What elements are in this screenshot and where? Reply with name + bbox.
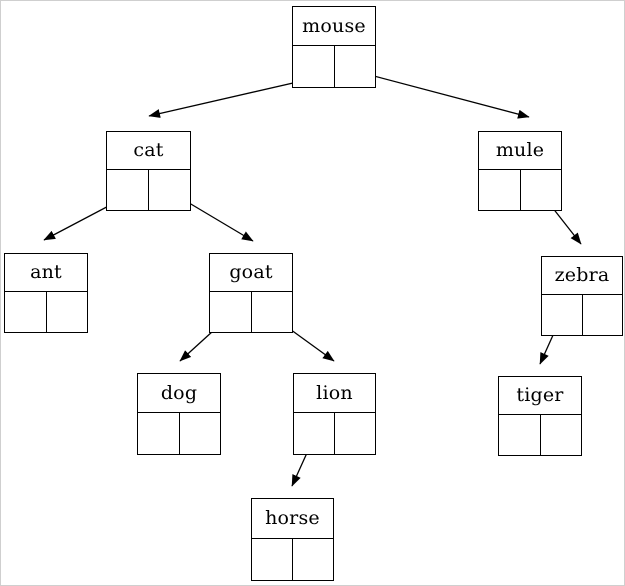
- left-pointer-cell-dog[interactable]: [138, 413, 180, 454]
- tree-node-ant[interactable]: ant: [4, 253, 88, 333]
- left-pointer-cell-tiger[interactable]: [499, 415, 541, 455]
- tree-node-goat[interactable]: goat: [209, 253, 293, 333]
- right-pointer-cell-ant[interactable]: [47, 292, 88, 332]
- tree-node-tiger[interactable]: tiger: [498, 376, 582, 456]
- node-label-zebra: zebra: [542, 257, 622, 296]
- node-label-cat: cat: [107, 132, 190, 171]
- right-pointer-cell-zebra[interactable]: [583, 295, 623, 335]
- right-pointer-cell-cat[interactable]: [149, 170, 190, 210]
- left-pointer-cell-ant[interactable]: [5, 292, 47, 332]
- left-pointer-cell-horse[interactable]: [252, 538, 293, 580]
- tree-node-mule[interactable]: mule: [478, 131, 562, 211]
- right-pointer-cell-goat[interactable]: [252, 292, 293, 332]
- left-pointer-cell-mouse[interactable]: [293, 46, 335, 87]
- left-pointer-cell-zebra[interactable]: [542, 295, 583, 335]
- right-pointer-cell-mouse[interactable]: [335, 46, 376, 87]
- tree-node-lion[interactable]: lion: [293, 373, 376, 455]
- left-pointer-cell-mule[interactable]: [479, 170, 521, 210]
- right-pointer-cell-dog[interactable]: [180, 413, 221, 454]
- node-label-horse: horse: [252, 499, 333, 539]
- node-label-tiger: tiger: [499, 377, 581, 416]
- node-pointers-zebra: [542, 295, 622, 335]
- node-pointers-mule: [479, 170, 561, 210]
- node-label-dog: dog: [138, 374, 220, 414]
- tree-node-zebra[interactable]: zebra: [541, 256, 623, 336]
- node-pointers-tiger: [499, 415, 581, 455]
- right-pointer-cell-horse[interactable]: [293, 539, 333, 580]
- node-pointers-cat: [107, 170, 190, 210]
- left-pointer-cell-cat[interactable]: [107, 170, 149, 210]
- node-pointers-horse: [252, 538, 333, 580]
- right-pointer-cell-lion[interactable]: [335, 413, 375, 454]
- left-pointer-cell-lion[interactable]: [294, 413, 335, 454]
- node-label-ant: ant: [5, 254, 87, 293]
- left-pointer-cell-goat[interactable]: [210, 292, 252, 332]
- tree-node-mouse[interactable]: mouse: [292, 6, 376, 88]
- edge-mouse-right-to-mule: [354, 70, 530, 119]
- node-label-mule: mule: [479, 132, 561, 171]
- tree-node-cat[interactable]: cat: [106, 131, 191, 211]
- node-pointers-lion: [294, 413, 375, 454]
- node-pointers-ant: [5, 292, 87, 332]
- right-pointer-cell-tiger[interactable]: [541, 415, 582, 455]
- tree-node-dog[interactable]: dog: [137, 373, 221, 455]
- right-pointer-cell-mule[interactable]: [521, 170, 562, 210]
- node-label-goat: goat: [210, 254, 292, 293]
- node-label-lion: lion: [294, 374, 375, 414]
- node-pointers-dog: [138, 413, 220, 454]
- node-label-mouse: mouse: [293, 7, 375, 47]
- node-pointers-goat: [210, 292, 292, 332]
- node-pointers-mouse: [293, 46, 375, 87]
- tree-node-horse[interactable]: horse: [251, 498, 334, 581]
